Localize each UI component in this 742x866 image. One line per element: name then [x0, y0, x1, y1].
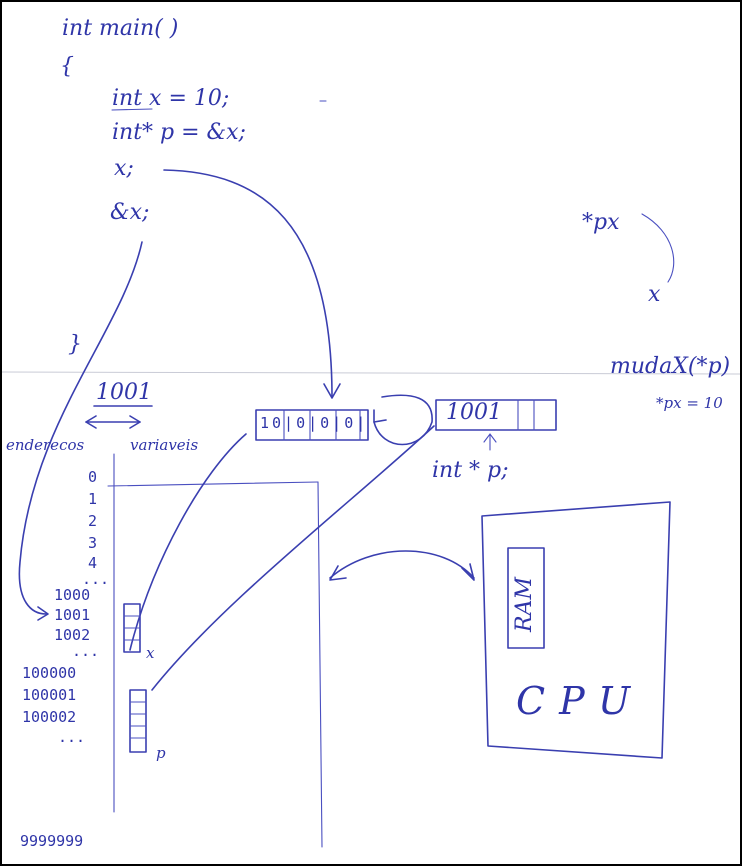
arrow-addr-to-1001 [18, 241, 143, 615]
p-declaration: int * p; [432, 458, 509, 483]
box-link [373, 394, 433, 446]
code-close-brace: } [68, 332, 82, 357]
variables-label: variaveis [130, 436, 199, 454]
deref-curve [641, 213, 675, 283]
deref-note: *px [582, 210, 620, 235]
memory-top [107, 481, 319, 487]
code-open-brace: { [60, 54, 74, 79]
address-item: 4 [88, 554, 98, 572]
arrowhead-x [323, 383, 341, 399]
address-arrow-right [129, 415, 141, 429]
ram-box [507, 547, 545, 649]
ram-label: RAM [512, 577, 537, 632]
x-bits-text: 10|0|0|0| [260, 414, 369, 432]
muda-note: mudaX(*p) [610, 354, 731, 379]
p-value-box [435, 399, 557, 431]
bus-arrow-right [461, 563, 475, 581]
address-item: 100001 [22, 686, 77, 704]
address-value-label: 1001 [96, 380, 152, 405]
line-bits-to-x [129, 433, 247, 651]
address-arrow-left [85, 415, 97, 429]
address-ellipsis: ... [82, 570, 110, 588]
cpu-label: CPU [516, 679, 645, 723]
code-line-addr-x: &x; [110, 200, 150, 225]
addresses-label: enderecos [6, 436, 85, 454]
bus-arrow [329, 550, 475, 579]
address-item: 1001 [54, 606, 91, 624]
code-signature: int main( ) [62, 16, 179, 41]
address-item: 100002 [22, 708, 77, 726]
assign-note: *px = 10 [656, 394, 723, 412]
p-value-text: 1001 [446, 400, 502, 425]
p-memory-cell [129, 689, 147, 753]
memory-right-wall [317, 481, 323, 848]
x-cell-tag: x [146, 644, 155, 662]
address-item: 1000 [54, 586, 91, 604]
address-item: 3 [88, 534, 98, 552]
code-line-int-p: int* p = &x; [112, 120, 246, 145]
address-item: 1 [88, 490, 98, 508]
arrow-x-to-box [163, 169, 333, 398]
paper-fold [2, 371, 740, 375]
address-ellipsis: ... [58, 728, 86, 746]
code-line-int-x: int x = 10; [112, 86, 230, 111]
x-bits-box [255, 409, 369, 441]
cpu-box [481, 501, 671, 759]
p-cell-tag: p [156, 744, 166, 762]
address-item: 0 [88, 468, 98, 486]
box-link-arrow [373, 409, 387, 423]
address-item-last: 9999999 [20, 832, 84, 850]
bus-arrow-left [329, 565, 347, 581]
p-up-arrow [483, 433, 497, 451]
address-item: 100000 [22, 664, 77, 682]
line-pbox-to-p [151, 425, 435, 691]
code-line-x: x; [114, 156, 134, 181]
address-item: 1002 [54, 626, 91, 644]
underline-int [111, 108, 153, 111]
address-item: 2 [88, 512, 98, 530]
arrowhead-addr [37, 606, 49, 621]
address-ellipsis: ... [72, 642, 100, 660]
x-mark-note: x [648, 282, 661, 307]
